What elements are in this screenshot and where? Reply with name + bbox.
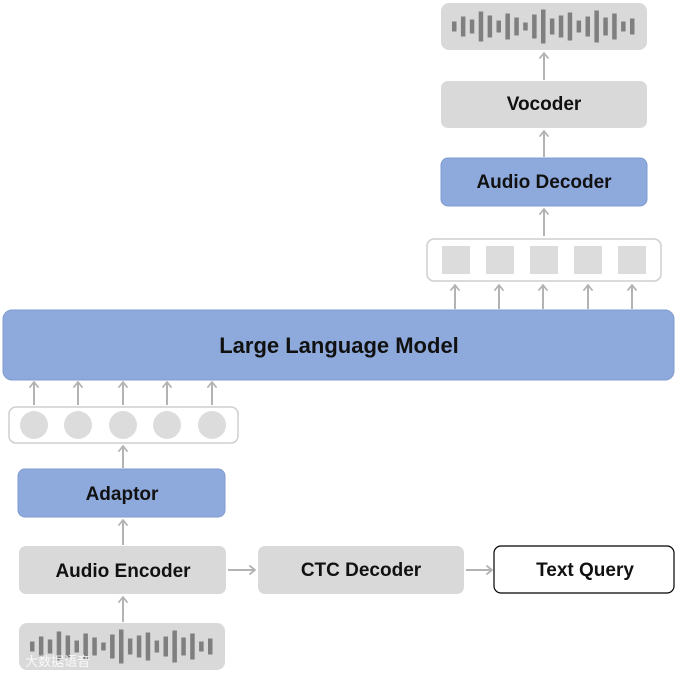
waveform-bar (621, 21, 626, 32)
waveform-bar (56, 631, 62, 662)
waveform-bar (110, 634, 115, 659)
waveform-icon (30, 629, 213, 664)
audio-encoder-label: Audio Encoder (55, 561, 191, 582)
square-token-icon (442, 246, 470, 274)
llm-background (2, 309, 675, 381)
waveform-bar (30, 641, 35, 652)
waveform-bar (92, 637, 97, 656)
audio-decoder-background (440, 157, 648, 207)
waveform-bar (460, 16, 466, 37)
adaptor-label: Adaptor (86, 484, 159, 505)
circle-token-icon (198, 411, 226, 439)
watermark-text: © 大数据语音 (8, 654, 90, 670)
waveform-bar (145, 632, 151, 661)
waveform-bar (163, 636, 168, 657)
waveform-bar (208, 638, 213, 655)
input-token-sequence (8, 406, 239, 444)
waveform-bar (541, 9, 546, 44)
llm-label: Large Language Model (219, 333, 459, 358)
waveform-bar (469, 19, 475, 34)
vocoder-background (441, 81, 647, 128)
vocoder-label: Vocoder (507, 94, 582, 115)
waveform-bar (594, 10, 599, 43)
waveform-bar (549, 18, 555, 35)
square-token-icon (574, 246, 602, 274)
vocoder-box: Vocoder (441, 81, 647, 128)
waveform-bar (74, 640, 79, 653)
waveform-bar (487, 15, 493, 38)
output-token-sequence (426, 238, 662, 282)
circle-token-icon (20, 411, 48, 439)
waveform-bar (478, 11, 484, 42)
waveform-bar (119, 629, 124, 664)
waveform-bar (65, 635, 71, 658)
square-token-icon (618, 246, 646, 274)
waveform-bar (558, 15, 564, 38)
square-token-icon (486, 246, 514, 274)
ctc-decoder-background (258, 546, 464, 594)
waveform-bar (630, 18, 635, 35)
waveform-bar (585, 16, 590, 37)
audio-encoder-background (19, 546, 226, 594)
ctc-decoder-box: CTC Decoder (258, 546, 464, 594)
llm-output-arrows (450, 284, 637, 309)
waveform-icon (452, 9, 635, 44)
waveform-bar (496, 20, 501, 33)
waveform-bar (154, 640, 160, 653)
square-token-icon (530, 246, 558, 274)
ctc-decoder-label: CTC Decoder (301, 560, 422, 581)
llm-box: Large Language Model (2, 309, 675, 381)
audio-decoder-box: Audio Decoder (440, 157, 648, 207)
circle-token-icon (109, 411, 137, 439)
waveform-bar (136, 635, 142, 658)
llm-input-arrows (29, 381, 217, 405)
input-waveform-box (19, 623, 225, 670)
waveform-bar (38, 636, 44, 657)
waveform-bar (181, 637, 186, 656)
waveform-bar (612, 13, 617, 40)
adaptor-background (17, 468, 226, 518)
waveform-bar (199, 641, 204, 652)
circle-token-icon (153, 411, 181, 439)
waveform-bar (127, 638, 133, 655)
waveform-bar (47, 639, 53, 654)
adaptor-box: Adaptor (17, 468, 226, 518)
waveform-bar (514, 17, 519, 36)
output-waveform-box (441, 3, 647, 50)
text-query-label: Text Query (536, 560, 634, 581)
circle-token-icon (64, 411, 92, 439)
waveform-bar (101, 642, 106, 651)
waveform-bar (576, 20, 582, 33)
waveform-bar (603, 17, 608, 36)
waveform-bar (505, 13, 510, 40)
waveform-bar (83, 633, 88, 660)
waveform-bar (567, 12, 573, 41)
audio-decoder-label: Audio Decoder (476, 172, 612, 193)
text-query-box: Text Query (493, 545, 675, 594)
waveform-bar (532, 14, 537, 39)
waveform-bar (172, 630, 177, 663)
text-query-background (493, 545, 675, 594)
waveform-bar (452, 21, 457, 32)
waveform-bar (523, 22, 528, 31)
waveform-bar (190, 633, 195, 660)
audio-encoder-box: Audio Encoder (19, 546, 226, 594)
